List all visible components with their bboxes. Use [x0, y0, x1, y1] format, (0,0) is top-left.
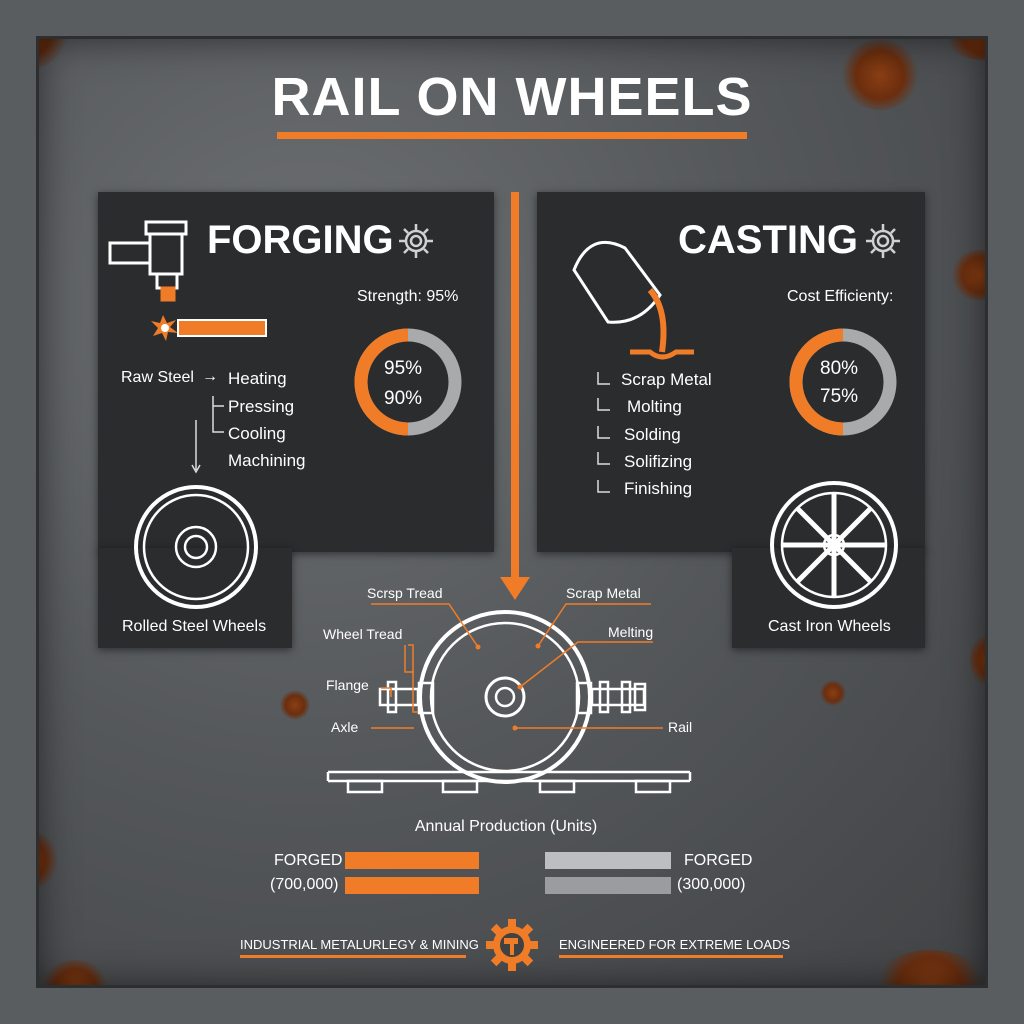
- process-connector-lines: [191, 396, 224, 474]
- cast-bar-top: [545, 852, 671, 869]
- footer-left-underline: [240, 955, 466, 958]
- casting-donut-secondary: 75%: [820, 386, 859, 407]
- spark-icon: [151, 315, 178, 341]
- page-title: RAIL ON WHEELS: [271, 67, 753, 127]
- footer-right-text: ENGINEERED FOR EXTREME LOADS: [559, 937, 791, 952]
- casting-heading: CASTING: [678, 218, 858, 262]
- production-title: Annual Production (Units): [414, 818, 598, 835]
- casting-step: Solifizing: [624, 452, 693, 471]
- gear-icon: [399, 224, 433, 258]
- strength-label: Strength: 95%: [357, 288, 459, 305]
- cost-efficiency-label: Cost Efficienty:: [787, 288, 894, 305]
- casting-step: Molting: [627, 397, 682, 416]
- rust-spot: [280, 690, 310, 720]
- rolled-steel-wheels-label: Rolled Steel Wheels: [122, 618, 267, 635]
- callout-melting: Melting: [608, 624, 654, 640]
- forged-bar-bottom: [345, 877, 479, 894]
- casting-step: Scrap Metal: [621, 370, 712, 389]
- casting-step: Finishing: [624, 479, 693, 498]
- rust-spot: [840, 40, 920, 110]
- process-step: Machining: [228, 451, 306, 470]
- callout-leaders: [371, 603, 663, 729]
- ladle-pour-icon: [572, 240, 694, 360]
- process-step: Pressing: [228, 397, 295, 416]
- forged-left-value: (700,000): [270, 876, 339, 893]
- down-arrow-icon: [500, 192, 530, 600]
- gear-icon: [866, 224, 900, 258]
- strength-donut-chart: [354, 328, 462, 436]
- forging-heading: FORGING: [207, 218, 394, 262]
- footer-right-underline: [559, 955, 783, 958]
- hot-billet-icon: [177, 319, 267, 337]
- process-step: Heating: [228, 369, 287, 388]
- process-arrow: →: [202, 368, 218, 385]
- forging-donut-primary: 95%: [384, 358, 423, 379]
- casting-donut-primary: 80%: [820, 358, 859, 379]
- wheel-axle-diagram: [378, 610, 647, 784]
- title-underline: [277, 132, 747, 139]
- casting-step: Solding: [624, 425, 681, 444]
- callout-flange: Flange: [326, 677, 369, 693]
- callout-dots: [475, 643, 541, 731]
- cost-donut-chart: [789, 328, 897, 436]
- cast-bar-bottom: [545, 877, 671, 894]
- casting-step-arrows: [597, 372, 610, 493]
- callout-rail: Rail: [668, 719, 693, 735]
- callout-axle: Axle: [331, 719, 359, 735]
- rust-spot: [820, 680, 846, 706]
- callout-scrap-metal: Scrap Metal: [566, 585, 641, 601]
- callout-wheel-tread: Wheel Tread: [323, 626, 403, 642]
- cast-iron-wheels-label: Cast Iron Wheels: [768, 618, 891, 635]
- callout-scrsp-tread: Scrsp Tread: [367, 585, 443, 601]
- cast-iron-wheel-icon: [770, 481, 898, 609]
- forged-bar-top: [345, 852, 479, 869]
- process-raw-steel: Raw Steel: [121, 369, 194, 386]
- forging-donut-secondary: 90%: [384, 388, 423, 409]
- process-step: Cooling: [228, 424, 286, 443]
- gear-hammer-icon: [486, 919, 538, 971]
- forging-press-icon: [108, 220, 188, 302]
- rail-track: [326, 770, 692, 794]
- forged-left-label: FORGED: [274, 852, 343, 869]
- forged-right-label: FORGED: [684, 852, 753, 869]
- footer-left-text: INDUSTRIAL METALURLEGY & MINING: [240, 937, 479, 952]
- rolled-steel-wheel-icon: [134, 485, 258, 609]
- forged-right-value: (300,000): [677, 876, 746, 893]
